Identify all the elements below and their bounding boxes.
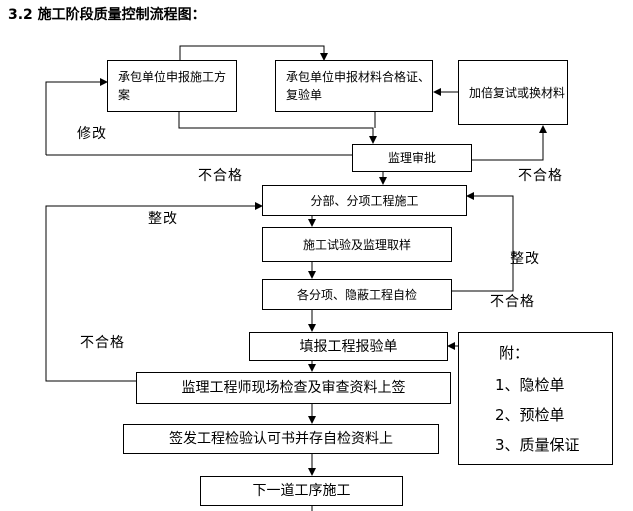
box-sign-inspection-cert-text: 签发工程检验认可书并存自检资料上 xyxy=(169,431,393,447)
arrow-plan-to-review xyxy=(178,112,377,144)
label-unqualified-left: 不合格 xyxy=(198,168,243,184)
label-unqualified-far-left: 不合格 xyxy=(80,335,125,351)
appendix-item-3: 3、质量保证 xyxy=(495,436,580,454)
box-next-process: 下一道工序施工 xyxy=(200,476,403,506)
arrow-revise-loop xyxy=(45,78,108,155)
box-contractor-plan-text: 承包单位申报施工方案 xyxy=(118,70,227,102)
appendix-item-2: 2、预检单 xyxy=(495,406,565,424)
box-next-process-text: 下一道工序施工 xyxy=(252,483,351,499)
label-rectify-right: 整改 xyxy=(510,251,540,267)
box-supervisor-review-text: 监理审批 xyxy=(387,151,436,165)
arrow-rectify-left xyxy=(45,202,263,382)
page-title: 3.2 施工阶段质量控制流程图： xyxy=(8,7,206,23)
box-subproject-construction: 分部、分项工程施工 xyxy=(262,185,467,216)
appendix-box: 附： 1、隐检单 2、预检单 3、质量保证 xyxy=(458,332,613,465)
arrow-rectify-right xyxy=(452,192,514,292)
label-revise: 修改 xyxy=(77,126,107,142)
arrow-review-to-retest xyxy=(472,125,547,161)
label-unqualified-mid-right: 不合格 xyxy=(490,294,535,310)
box-contractor-material-text: 承包单位申报材料合格证、复验单 xyxy=(286,70,431,102)
box-self-inspection: 各分项、隐蔽工程自检 xyxy=(262,279,452,310)
box-subproject-construction-text: 分部、分项工程施工 xyxy=(310,193,419,208)
label-rectify-top: 整改 xyxy=(148,211,178,227)
box-supervisor-review: 监理审批 xyxy=(352,144,472,172)
box-contractor-plan: 承包单位申报施工方案 xyxy=(107,60,237,112)
box-construction-test-text: 施工试验及监理取样 xyxy=(302,237,411,252)
appendix-heading: 附： xyxy=(499,344,530,362)
label-unqualified-right: 不合格 xyxy=(518,168,563,184)
box-sign-inspection-cert: 签发工程检验认可书并存自检资料上 xyxy=(123,424,439,454)
arrow-top-loop xyxy=(179,45,328,61)
box-fill-inspection-form: 填报工程报验单 xyxy=(249,332,448,361)
box-double-retest: 加倍复试或换材料 xyxy=(458,60,568,125)
box-double-retest-text: 加倍复试或换材料 xyxy=(469,85,566,100)
box-engineer-site-check-text: 监理工程师现场检查及审查资料上签 xyxy=(181,380,406,396)
box-fill-inspection-form-text: 填报工程报验单 xyxy=(299,338,398,355)
appendix-item-1: 1、隐检单 xyxy=(495,376,565,394)
box-construction-test: 施工试验及监理取样 xyxy=(262,227,452,262)
box-engineer-site-check: 监理工程师现场检查及审查资料上签 xyxy=(136,372,451,404)
box-self-inspection-text: 各分项、隐蔽工程自检 xyxy=(296,287,417,302)
box-contractor-material: 承包单位申报材料合格证、复验单 xyxy=(275,60,433,112)
